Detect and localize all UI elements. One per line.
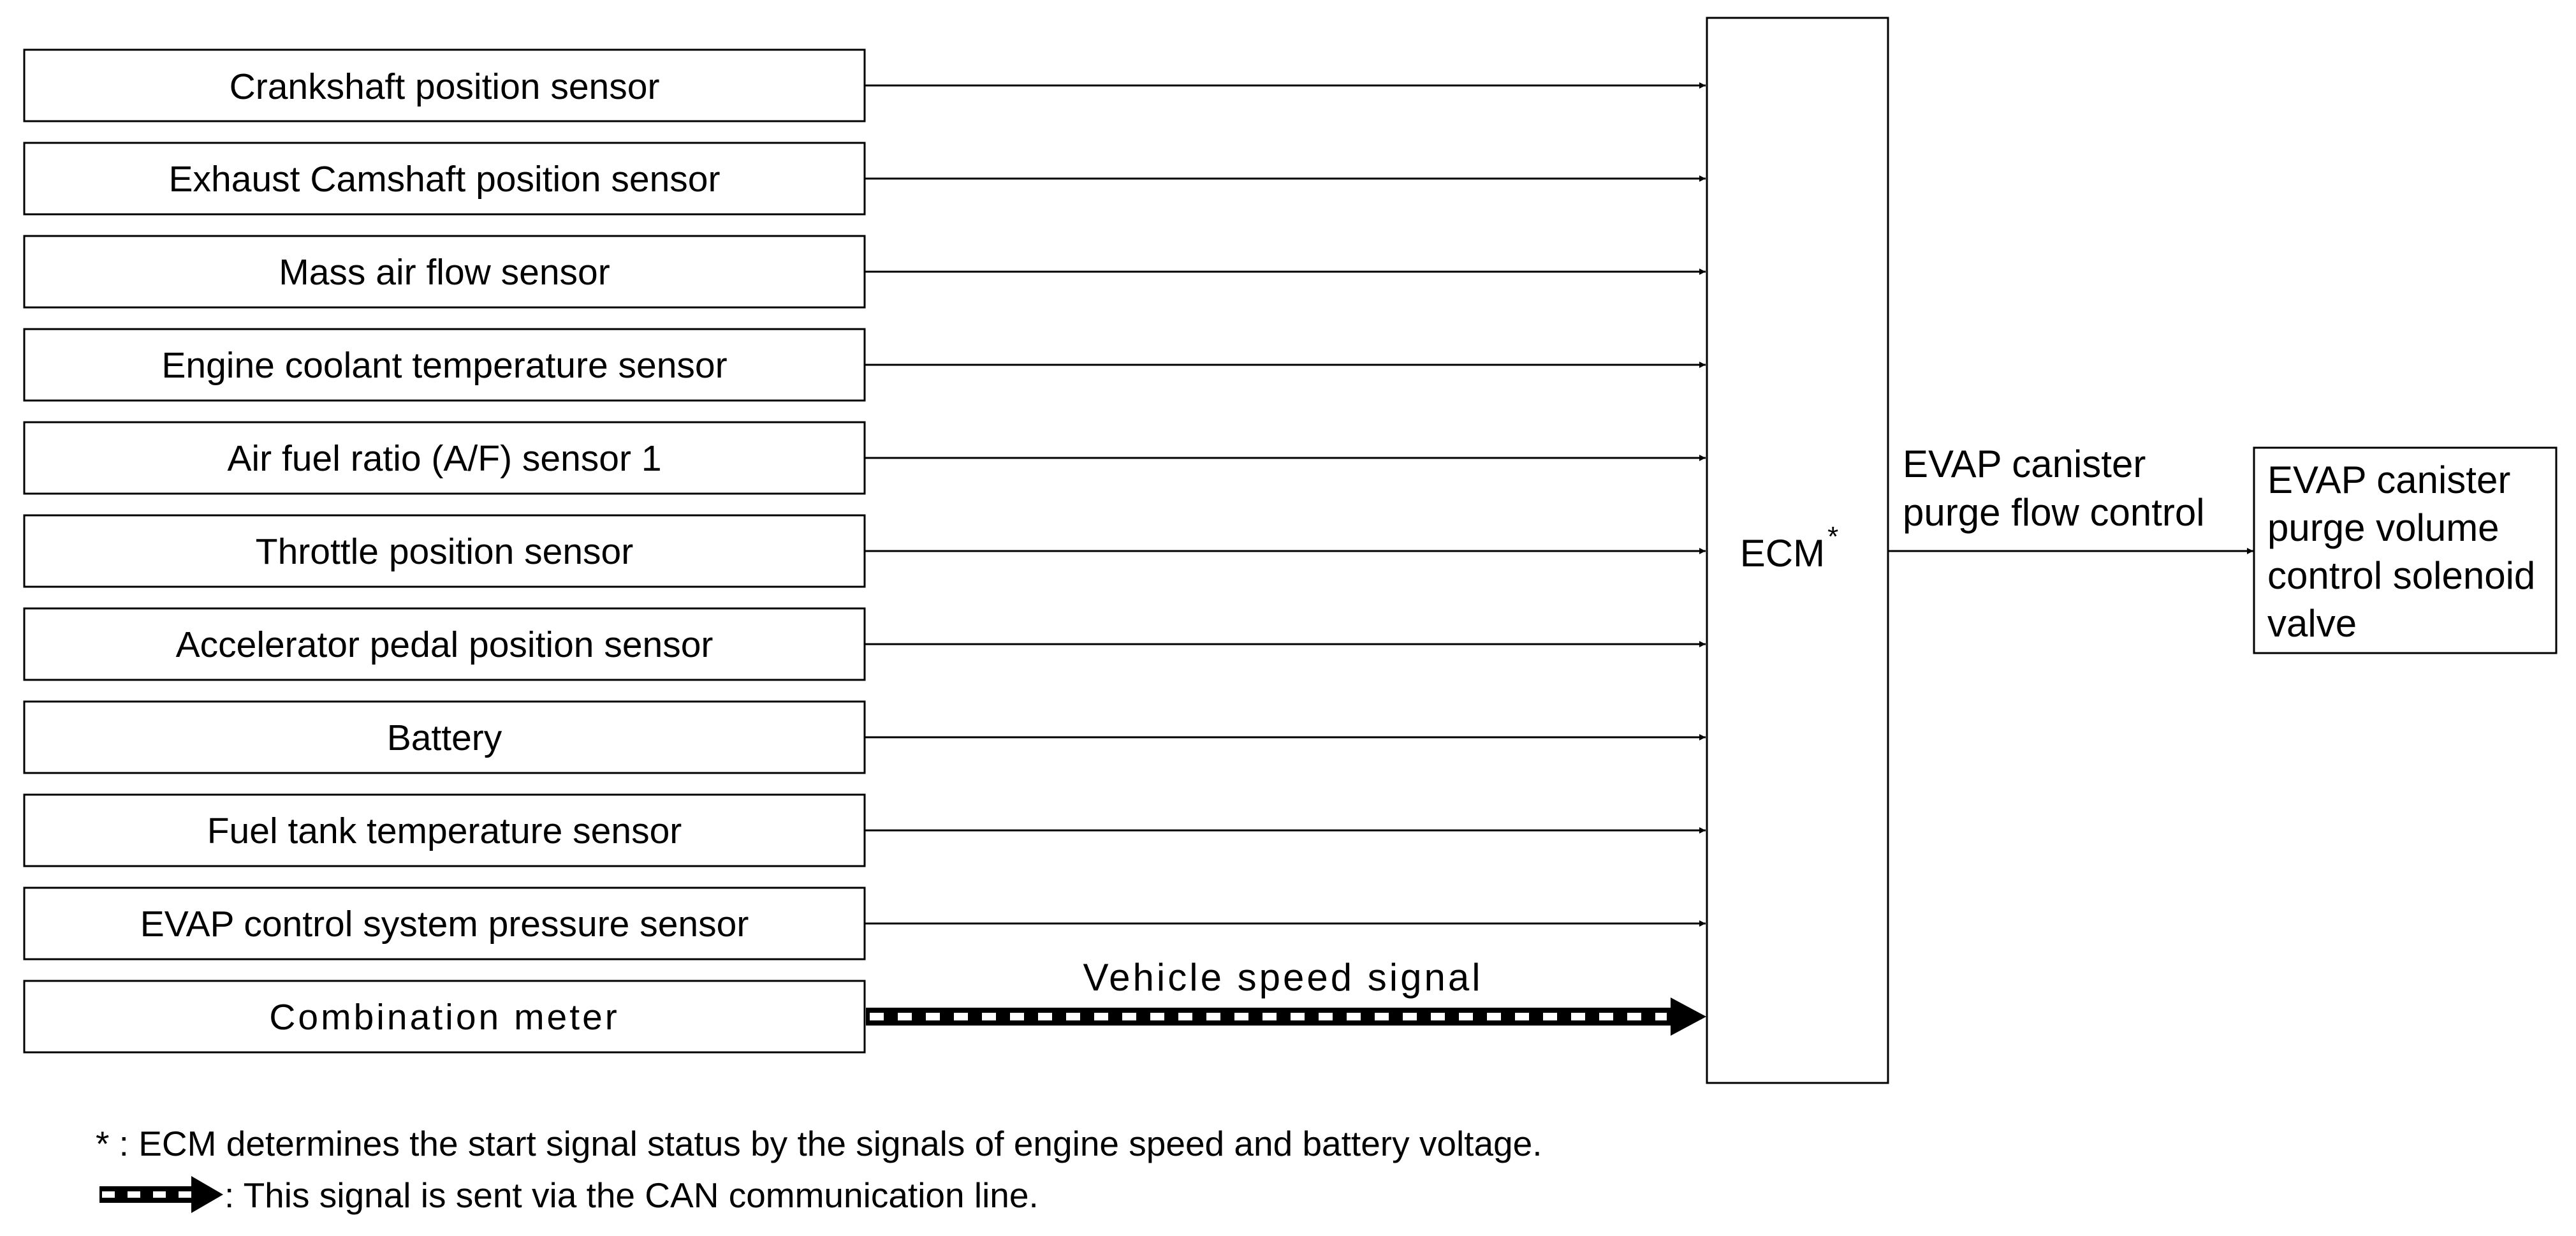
input-label: Fuel tank temperature sensor — [207, 811, 682, 851]
input-label: Crankshaft position sensor — [230, 66, 660, 107]
input-box-exhaust-camshaft: Exhaust Camshaft position sensor — [23, 142, 866, 216]
ecm-label: ECM* — [1740, 521, 1838, 575]
input-box-accelerator-pedal: Accelerator pedal position sensor — [23, 607, 866, 681]
input-boxes: Crankshaft position sensor Exhaust Camsh… — [23, 48, 866, 1054]
notes: * : ECM determines the start signal stat… — [96, 1124, 1542, 1215]
output-signal-label-1: EVAP canister — [1903, 443, 2146, 485]
input-label: Mass air flow sensor — [279, 252, 610, 293]
input-box-crankshaft: Crankshaft position sensor — [23, 48, 866, 122]
note-can: : This signal is sent via the CAN commun… — [224, 1175, 1039, 1215]
can-signal-label: Vehicle speed signal — [1083, 956, 1482, 999]
output-device-box: EVAP canister purge volume control solen… — [2253, 446, 2558, 654]
input-label: EVAP control system pressure sensor — [140, 904, 749, 945]
ecm-block: ECM* — [1706, 17, 1889, 1084]
input-box-evap-pressure: EVAP control system pressure sensor — [23, 887, 866, 960]
note-asterisk: * : ECM determines the start signal stat… — [96, 1124, 1542, 1163]
input-box-battery: Battery — [23, 700, 866, 774]
output-signal: EVAP canister purge flow control — [1888, 443, 2253, 554]
input-box-throttle-position: Throttle position sensor — [23, 514, 866, 588]
can-signal-arrow: Vehicle speed signal — [866, 956, 1706, 1036]
input-label: Battery — [387, 717, 502, 758]
output-signal-label-2: purge flow control — [1903, 491, 2205, 534]
input-label: Throttle position sensor — [256, 531, 633, 572]
input-arrows — [865, 82, 1706, 927]
output-device-line-3: control solenoid — [2267, 554, 2535, 597]
input-label: Combination meter — [269, 997, 620, 1038]
output-device-line-2: purge volume — [2267, 506, 2499, 549]
input-box-fuel-tank-temperature: Fuel tank temperature sensor — [23, 793, 866, 867]
can-legend-icon — [99, 1176, 223, 1213]
input-label: Exhaust Camshaft position sensor — [169, 159, 721, 200]
input-label: Air fuel ratio (A/F) sensor 1 — [227, 438, 661, 479]
input-box-engine-coolant: Engine coolant temperature sensor — [23, 328, 866, 402]
input-box-combination-meter: Combination meter — [23, 980, 866, 1054]
output-device-line-4: valve — [2267, 602, 2357, 645]
output-device-line-1: EVAP canister — [2267, 459, 2510, 501]
input-label: Accelerator pedal position sensor — [176, 624, 714, 665]
input-label: Engine coolant temperature sensor — [161, 345, 727, 386]
input-box-air-fuel-ratio: Air fuel ratio (A/F) sensor 1 — [23, 421, 866, 495]
input-box-mass-air-flow: Mass air flow sensor — [23, 235, 866, 309]
